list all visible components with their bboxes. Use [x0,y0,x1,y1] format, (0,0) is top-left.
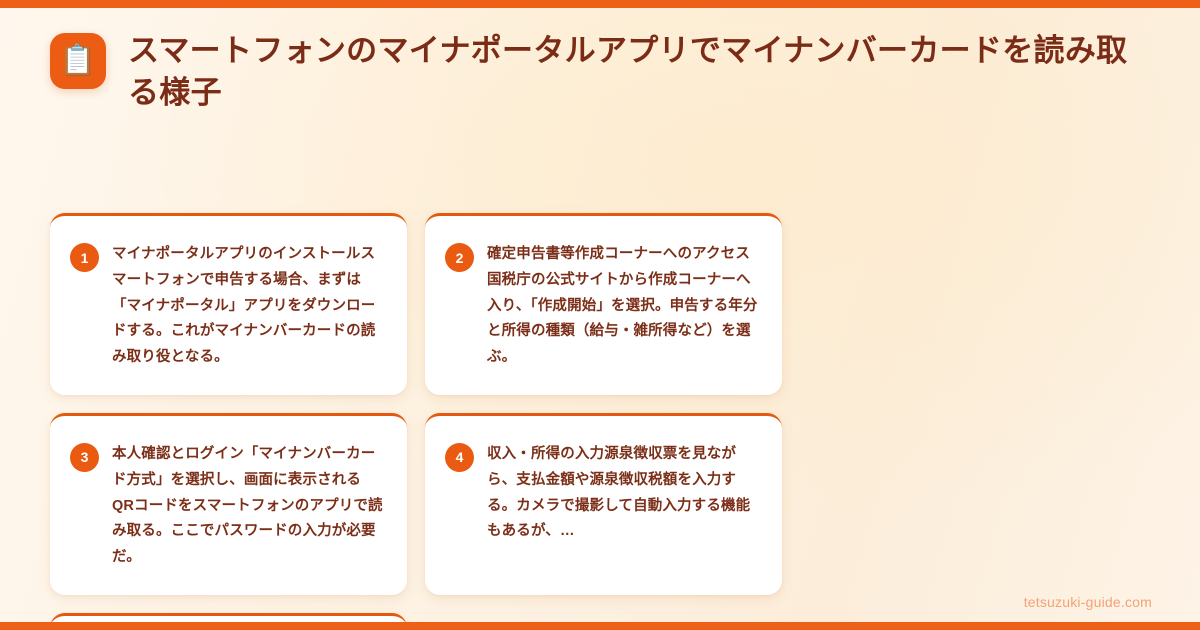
steps-grid: 1 マイナポータルアプリのインストールスマートフォンで申告する場合、まずは「マイ… [50,213,1150,630]
site-credit: tetsuzuki-guide.com [1023,594,1152,610]
page-title: スマートフォンのマイナポータルアプリでマイナンバーカードを読み取る様子 [128,33,1128,111]
step-card: 4 収入・所得の入力源泉徴収票を見ながら、支払金額や源泉徴収税額を入力する。カメ… [425,412,782,595]
step-number-badge: 2 [445,243,474,272]
step-card: 1 マイナポータルアプリのインストールスマートフォンで申告する場合、まずは「マイ… [50,213,407,395]
step-number-badge: 4 [445,442,474,472]
step-text: マイナポータルアプリのインストールスマートフォンで申告する場合、まずは「マイナポ… [112,246,376,366]
step-card: 3 本人確認とログイン「マイナンバーカード方式」を選択し、画面に表示されるQRコ… [50,412,407,595]
step-text: 本人確認とログイン「マイナンバーカード方式」を選択し、画面に表示されるQRコード… [112,445,383,566]
clipboard-icon: 📋 [50,33,106,89]
header: 📋 スマートフォンのマイナポータルアプリでマイナンバーカードを読み取る様子 [50,30,1152,114]
bottom-accent-bar [0,622,1200,630]
step-text: 確定申告書等作成コーナーへのアクセス国税庁の公式サイトから作成コーナーへ入り、「… [487,246,758,366]
step-number-badge: 1 [70,243,99,272]
step-card: 2 確定申告書等作成コーナーへのアクセス国税庁の公式サイトから作成コーナーへ入り… [425,213,782,395]
clipboard-icon-glyph: 📋 [59,44,97,77]
step-text: 収入・所得の入力源泉徴収票を見ながら、支払金額や源泉徴収税額を入力する。カメラで… [487,445,751,540]
top-accent-bar [0,0,1200,8]
step-number-badge: 3 [70,442,99,472]
